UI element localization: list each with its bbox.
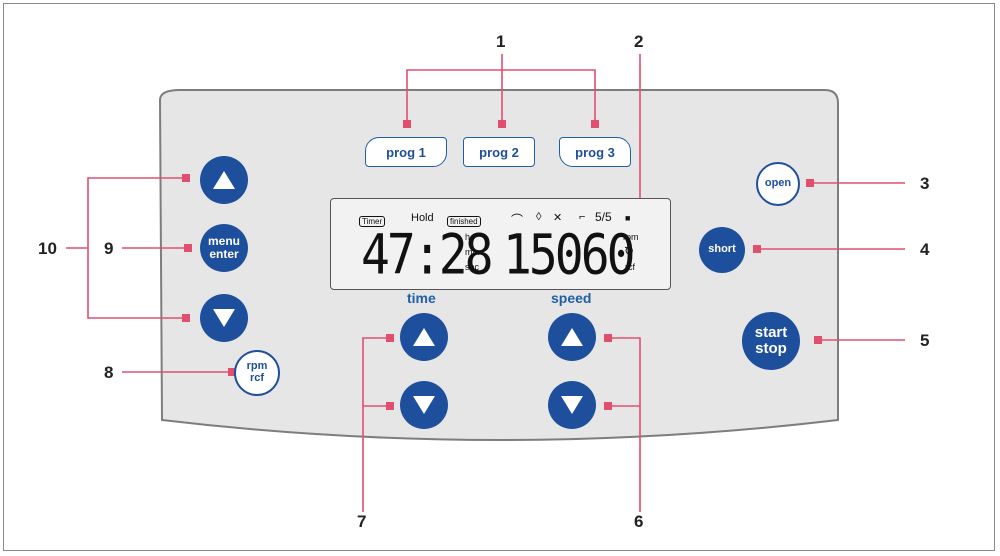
rpm-rcf-button[interactable]: rpm rcf — [234, 350, 280, 396]
time-label: time — [407, 290, 436, 306]
figure-frame — [3, 3, 995, 551]
leader-6 — [608, 337, 641, 512]
finished-tag: finished — [447, 216, 481, 227]
unit-sec: sec — [465, 262, 480, 272]
unit-rpm: rpm — [623, 232, 639, 242]
callout-5: 5 — [920, 331, 930, 350]
start-stop-button[interactable]: start stop — [742, 312, 800, 370]
arrow-down-icon — [413, 396, 435, 414]
speed-up-button[interactable] — [548, 313, 596, 361]
mute-icon: ✕ — [553, 212, 563, 224]
callout-7: 7 — [357, 512, 367, 531]
callout-6: 6 — [634, 512, 644, 531]
arrow-down-icon — [213, 309, 235, 327]
enter-label: enter — [209, 247, 239, 261]
arrow-up-icon — [561, 328, 583, 346]
rcf-label: rcf — [249, 372, 265, 384]
down-button[interactable] — [200, 294, 248, 342]
unit-min: min — [465, 247, 480, 257]
unit-h: h — [465, 232, 471, 242]
callout-4: 4 — [920, 240, 930, 259]
lock-icon: ⌒ — [511, 213, 524, 227]
arrow-down-icon — [561, 396, 583, 414]
rotor-icon: ⌐ — [579, 211, 586, 223]
leader-7 — [362, 337, 390, 512]
short-button[interactable]: short — [699, 227, 745, 273]
speed-label: speed — [551, 290, 592, 306]
rpm-label: rpm — [246, 360, 268, 373]
speed-down-button[interactable] — [548, 381, 596, 429]
key-icon: ◊ — [536, 211, 542, 223]
time-up-button[interactable] — [400, 313, 448, 361]
refresh-icon: ↻ — [624, 244, 635, 258]
rotor-count: 5/5 — [595, 210, 612, 224]
arrow-up-icon — [213, 171, 235, 189]
hold-tag: Hold — [411, 212, 434, 224]
callout-2: 2 — [634, 32, 644, 51]
leader-1 — [406, 54, 596, 122]
up-button[interactable] — [200, 156, 248, 204]
open-button[interactable]: open — [756, 162, 800, 206]
prog-2-button[interactable]: prog 2 — [463, 137, 535, 167]
menu-enter-button[interactable]: menu enter — [200, 224, 248, 272]
callout-3: 3 — [920, 174, 930, 193]
leader-10 — [66, 177, 186, 319]
leader-1-markers — [403, 120, 599, 128]
callout-10: 10 — [38, 239, 57, 258]
callout-9: 9 — [104, 239, 114, 258]
arrow-up-icon — [413, 328, 435, 346]
callout-1: 1 — [496, 32, 506, 51]
prog-3-button[interactable]: prog 3 — [559, 137, 631, 167]
start-label: start — [754, 324, 788, 342]
timer-tag: Timer — [359, 216, 386, 227]
menu-label: menu — [207, 234, 240, 249]
unit-rcf: rcf — [625, 262, 635, 272]
stop-label: stop — [755, 340, 787, 357]
prog-1-button[interactable]: prog 1 — [365, 137, 447, 167]
speed-readout: 15060 — [503, 223, 635, 288]
time-readout: 47:28 — [361, 223, 493, 288]
lcd-display: Timer Hold finished ⌒ ◊ ✕ ⌐ 5/5 ■ 47:28 … — [330, 198, 671, 290]
lid-icon: ■ — [625, 213, 631, 223]
callout-8: 8 — [104, 363, 114, 382]
time-down-button[interactable] — [400, 381, 448, 429]
